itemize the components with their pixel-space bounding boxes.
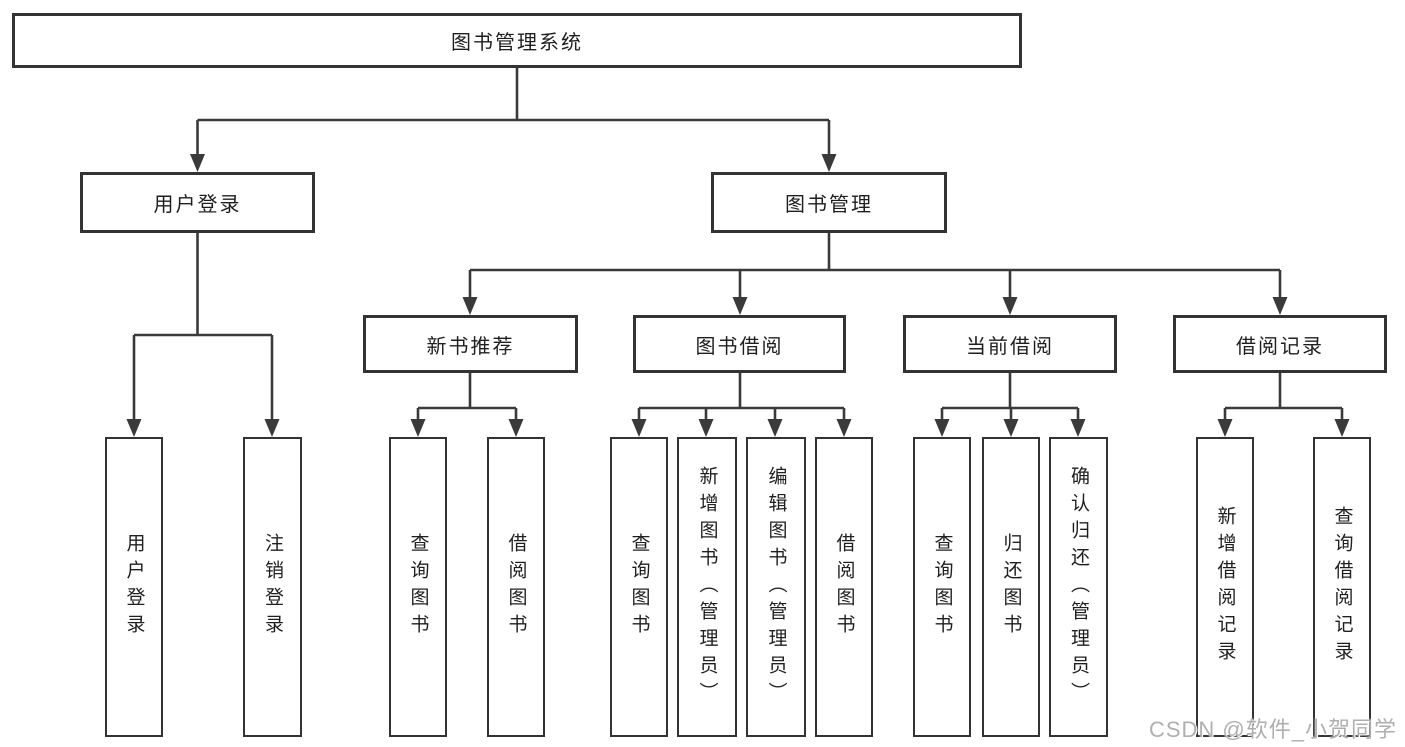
arrowheads <box>126 154 1350 437</box>
node-user-login-leaf: 用户登录 <box>105 437 163 737</box>
node-book-borrowing: 图书借阅 <box>633 315 846 373</box>
csdn-watermark: CSDN @软件_小贺同学 <box>1148 717 1397 742</box>
node-query-borrow-record: 查询借阅记录 <box>1313 437 1371 737</box>
node-borrow-books-recommend: 借阅图书 <box>487 437 545 737</box>
node-user-login-branch: 用户登录 <box>80 172 315 233</box>
node-new-book-recommendation: 新书推荐 <box>363 315 578 373</box>
node-current-borrowing: 当前借阅 <box>903 315 1117 373</box>
node-edit-book-admin: 编辑图书（管理员） <box>746 437 806 737</box>
node-query-books-borrowing: 查询图书 <box>610 437 668 737</box>
node-borrowing-records: 借阅记录 <box>1173 315 1387 373</box>
node-library-management-system: 图书管理系统 <box>12 13 1022 68</box>
node-confirm-return-admin: 确认归还（管理员） <box>1049 437 1108 737</box>
node-query-books-recommend: 查询图书 <box>389 437 447 737</box>
node-query-books-current: 查询图书 <box>913 437 971 737</box>
node-add-book-admin: 新增图书（管理员） <box>677 437 737 737</box>
node-book-management: 图书管理 <box>711 172 947 233</box>
node-add-borrow-record: 新增借阅记录 <box>1196 437 1254 737</box>
node-borrow-books-leaf: 借阅图书 <box>815 437 873 737</box>
node-return-books: 归还图书 <box>982 437 1040 737</box>
connector-strokes <box>132 68 1344 420</box>
node-logout-leaf: 注销登录 <box>243 437 302 737</box>
